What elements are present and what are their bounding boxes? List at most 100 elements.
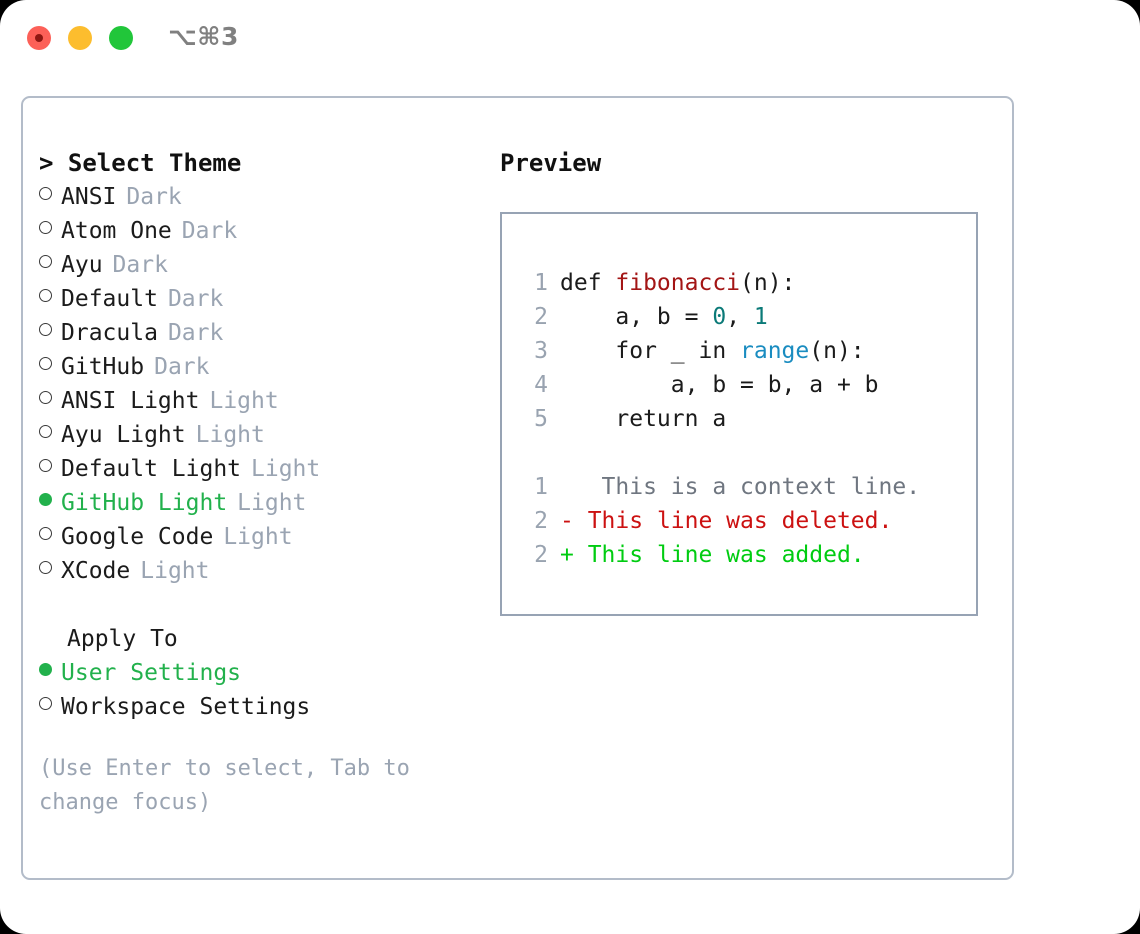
title-bar: ⌥⌘3: [0, 0, 1140, 78]
radio-unselected-icon: [39, 179, 61, 213]
radio-unselected-icon: [39, 315, 61, 349]
radio-unselected-icon: [39, 213, 61, 247]
theme-kind-label: Dark: [167, 320, 224, 346]
diff-marker: +: [560, 542, 574, 568]
preview-title: Preview: [500, 149, 602, 177]
line-number: 3: [534, 338, 548, 364]
theme-name-label: Default: [61, 286, 158, 312]
theme-kind-label: Light: [195, 422, 265, 448]
radio-unselected-icon: [39, 451, 61, 485]
diff-text: This line was deleted.: [573, 508, 893, 534]
theme-kind-label: Light: [209, 388, 279, 414]
select-theme-header: > Select Theme: [39, 149, 242, 177]
radio-unselected-icon: [39, 417, 61, 451]
code-token: 0: [712, 304, 727, 330]
theme-name-label: Dracula: [61, 320, 158, 346]
theme-option[interactable]: Google Code Light: [39, 520, 479, 554]
theme-kind-label: Dark: [126, 184, 182, 210]
diff-marker: [560, 470, 574, 504]
section-spacer: [39, 588, 479, 622]
code-token: def: [560, 270, 616, 296]
line-number: 2: [534, 542, 548, 568]
code-line: 5 return a: [522, 402, 976, 436]
diff-marker: -: [560, 508, 574, 534]
theme-kind-label: Dark: [181, 218, 238, 244]
diff-line: 2 + This line was added.: [522, 538, 976, 572]
radio-selected-icon: [39, 655, 61, 689]
code-token: ,: [726, 304, 754, 330]
apply-to-option[interactable]: User Settings: [39, 656, 479, 690]
code-token: a, b =: [560, 304, 713, 330]
radio-unselected-icon: [39, 383, 61, 417]
code-token: 1: [753, 304, 768, 330]
apply-to-option[interactable]: Workspace Settings: [39, 690, 479, 724]
radio-glyph: [39, 289, 52, 302]
line-number: 1: [534, 270, 548, 296]
close-window-button[interactable]: [27, 26, 51, 50]
theme-option[interactable]: ANSI Light Light: [39, 384, 479, 418]
radio-glyph: [39, 357, 52, 370]
line-number: 4: [534, 372, 548, 398]
keyboard-shortcut-label: ⌥⌘3: [168, 22, 239, 51]
radio-glyph: [39, 255, 52, 268]
theme-kind-label: Light: [251, 456, 321, 482]
radio-unselected-icon: [39, 689, 61, 723]
theme-option[interactable]: Ayu Light Light: [39, 418, 479, 452]
code-line: 4 a, b = b, a + b: [522, 368, 976, 402]
code-line: 3 for _ in range(n):: [522, 334, 976, 368]
theme-kind-label: Dark: [154, 354, 210, 380]
theme-kind-label: Light: [140, 558, 210, 584]
radio-glyph: [39, 187, 52, 200]
radio-unselected-icon: [39, 281, 61, 315]
radio-glyph: [39, 527, 52, 540]
theme-name-label: Default Light: [61, 456, 242, 482]
radio-glyph: [39, 391, 52, 404]
theme-option[interactable]: Dracula Dark: [39, 316, 479, 350]
radio-glyph: [39, 561, 52, 574]
radio-unselected-icon: [39, 553, 61, 587]
apply-to-label: User Settings: [61, 660, 242, 686]
theme-name-label: Ayu Light: [61, 422, 186, 448]
code-token: for _ in: [560, 338, 741, 364]
theme-kind-label: Light: [223, 524, 293, 550]
theme-option[interactable]: XCode Light: [39, 554, 479, 588]
radio-unselected-icon: [39, 247, 61, 281]
code-token: (n):: [809, 338, 865, 364]
code-token: return a: [560, 406, 727, 432]
apply-to-label: Workspace Settings: [61, 694, 311, 720]
diff-text: This line was added.: [573, 542, 865, 568]
theme-name-label: Google Code: [61, 524, 214, 550]
line-number: 1: [534, 474, 548, 500]
code-token: range: [740, 338, 810, 364]
maximize-window-button[interactable]: [109, 26, 133, 50]
radio-glyph: [39, 459, 52, 472]
theme-name-label: ANSI Light: [61, 388, 200, 414]
diff-line: 2- This line was deleted.: [522, 504, 976, 538]
radio-glyph: [39, 323, 52, 336]
line-number: 5: [534, 406, 548, 432]
radio-glyph: [39, 697, 52, 710]
radio-selected-icon: [39, 485, 61, 519]
window-controls: [27, 26, 133, 50]
minimize-window-button[interactable]: [68, 26, 92, 50]
theme-name-label: Ayu: [61, 252, 103, 278]
theme-name-label: XCode: [61, 558, 131, 584]
keyboard-hint-text: (Use Enter to select, Tab to change focu…: [39, 756, 424, 815]
radio-glyph: [39, 221, 52, 234]
theme-option[interactable]: Default Light Light: [39, 452, 479, 486]
radio-glyph: [39, 493, 52, 506]
